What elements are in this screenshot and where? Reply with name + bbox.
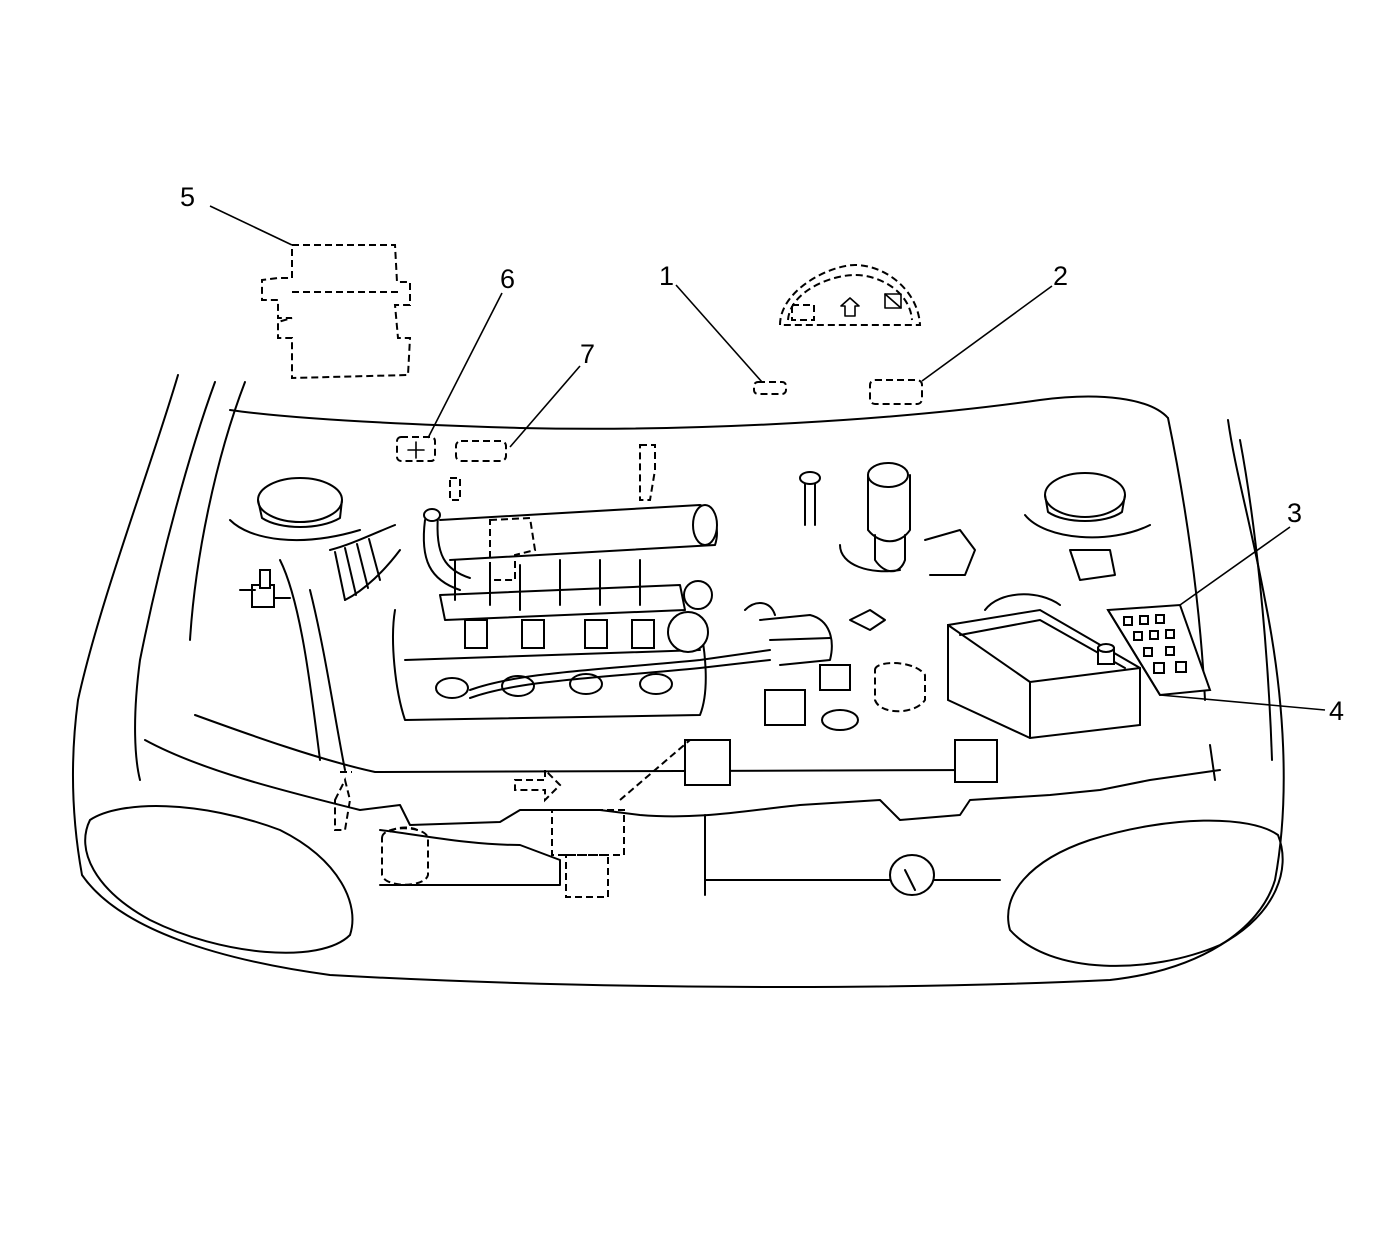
callout-2: 2 [1053, 261, 1068, 291]
callouts: 1 2 3 4 5 6 7 [180, 182, 1344, 726]
hoses-center [667, 580, 886, 731]
callout-6: 6 [500, 264, 515, 294]
left-side-connector [239, 569, 291, 608]
leader-lines [209, 205, 1326, 711]
headlight-left [84, 805, 354, 954]
valve-cover [392, 609, 771, 721]
callout-1: 1 [659, 261, 674, 291]
intake-manifold [422, 504, 718, 649]
callout-5: 5 [180, 182, 195, 212]
master-cylinder [799, 462, 1116, 581]
headlight-right [1007, 819, 1284, 967]
strut-tower-left [229, 477, 361, 541]
callout-7: 7 [580, 339, 595, 369]
hidden-components [261, 244, 926, 898]
battery [947, 593, 1141, 740]
callout-4: 4 [1329, 696, 1344, 726]
callout-3: 3 [1287, 498, 1302, 528]
underhood-fuse-relay-box [1106, 603, 1212, 697]
air-intake-hose [279, 524, 401, 771]
strut-tower-right [1024, 472, 1151, 539]
vehicle-body [72, 374, 1285, 988]
radiator-support [144, 714, 1221, 896]
